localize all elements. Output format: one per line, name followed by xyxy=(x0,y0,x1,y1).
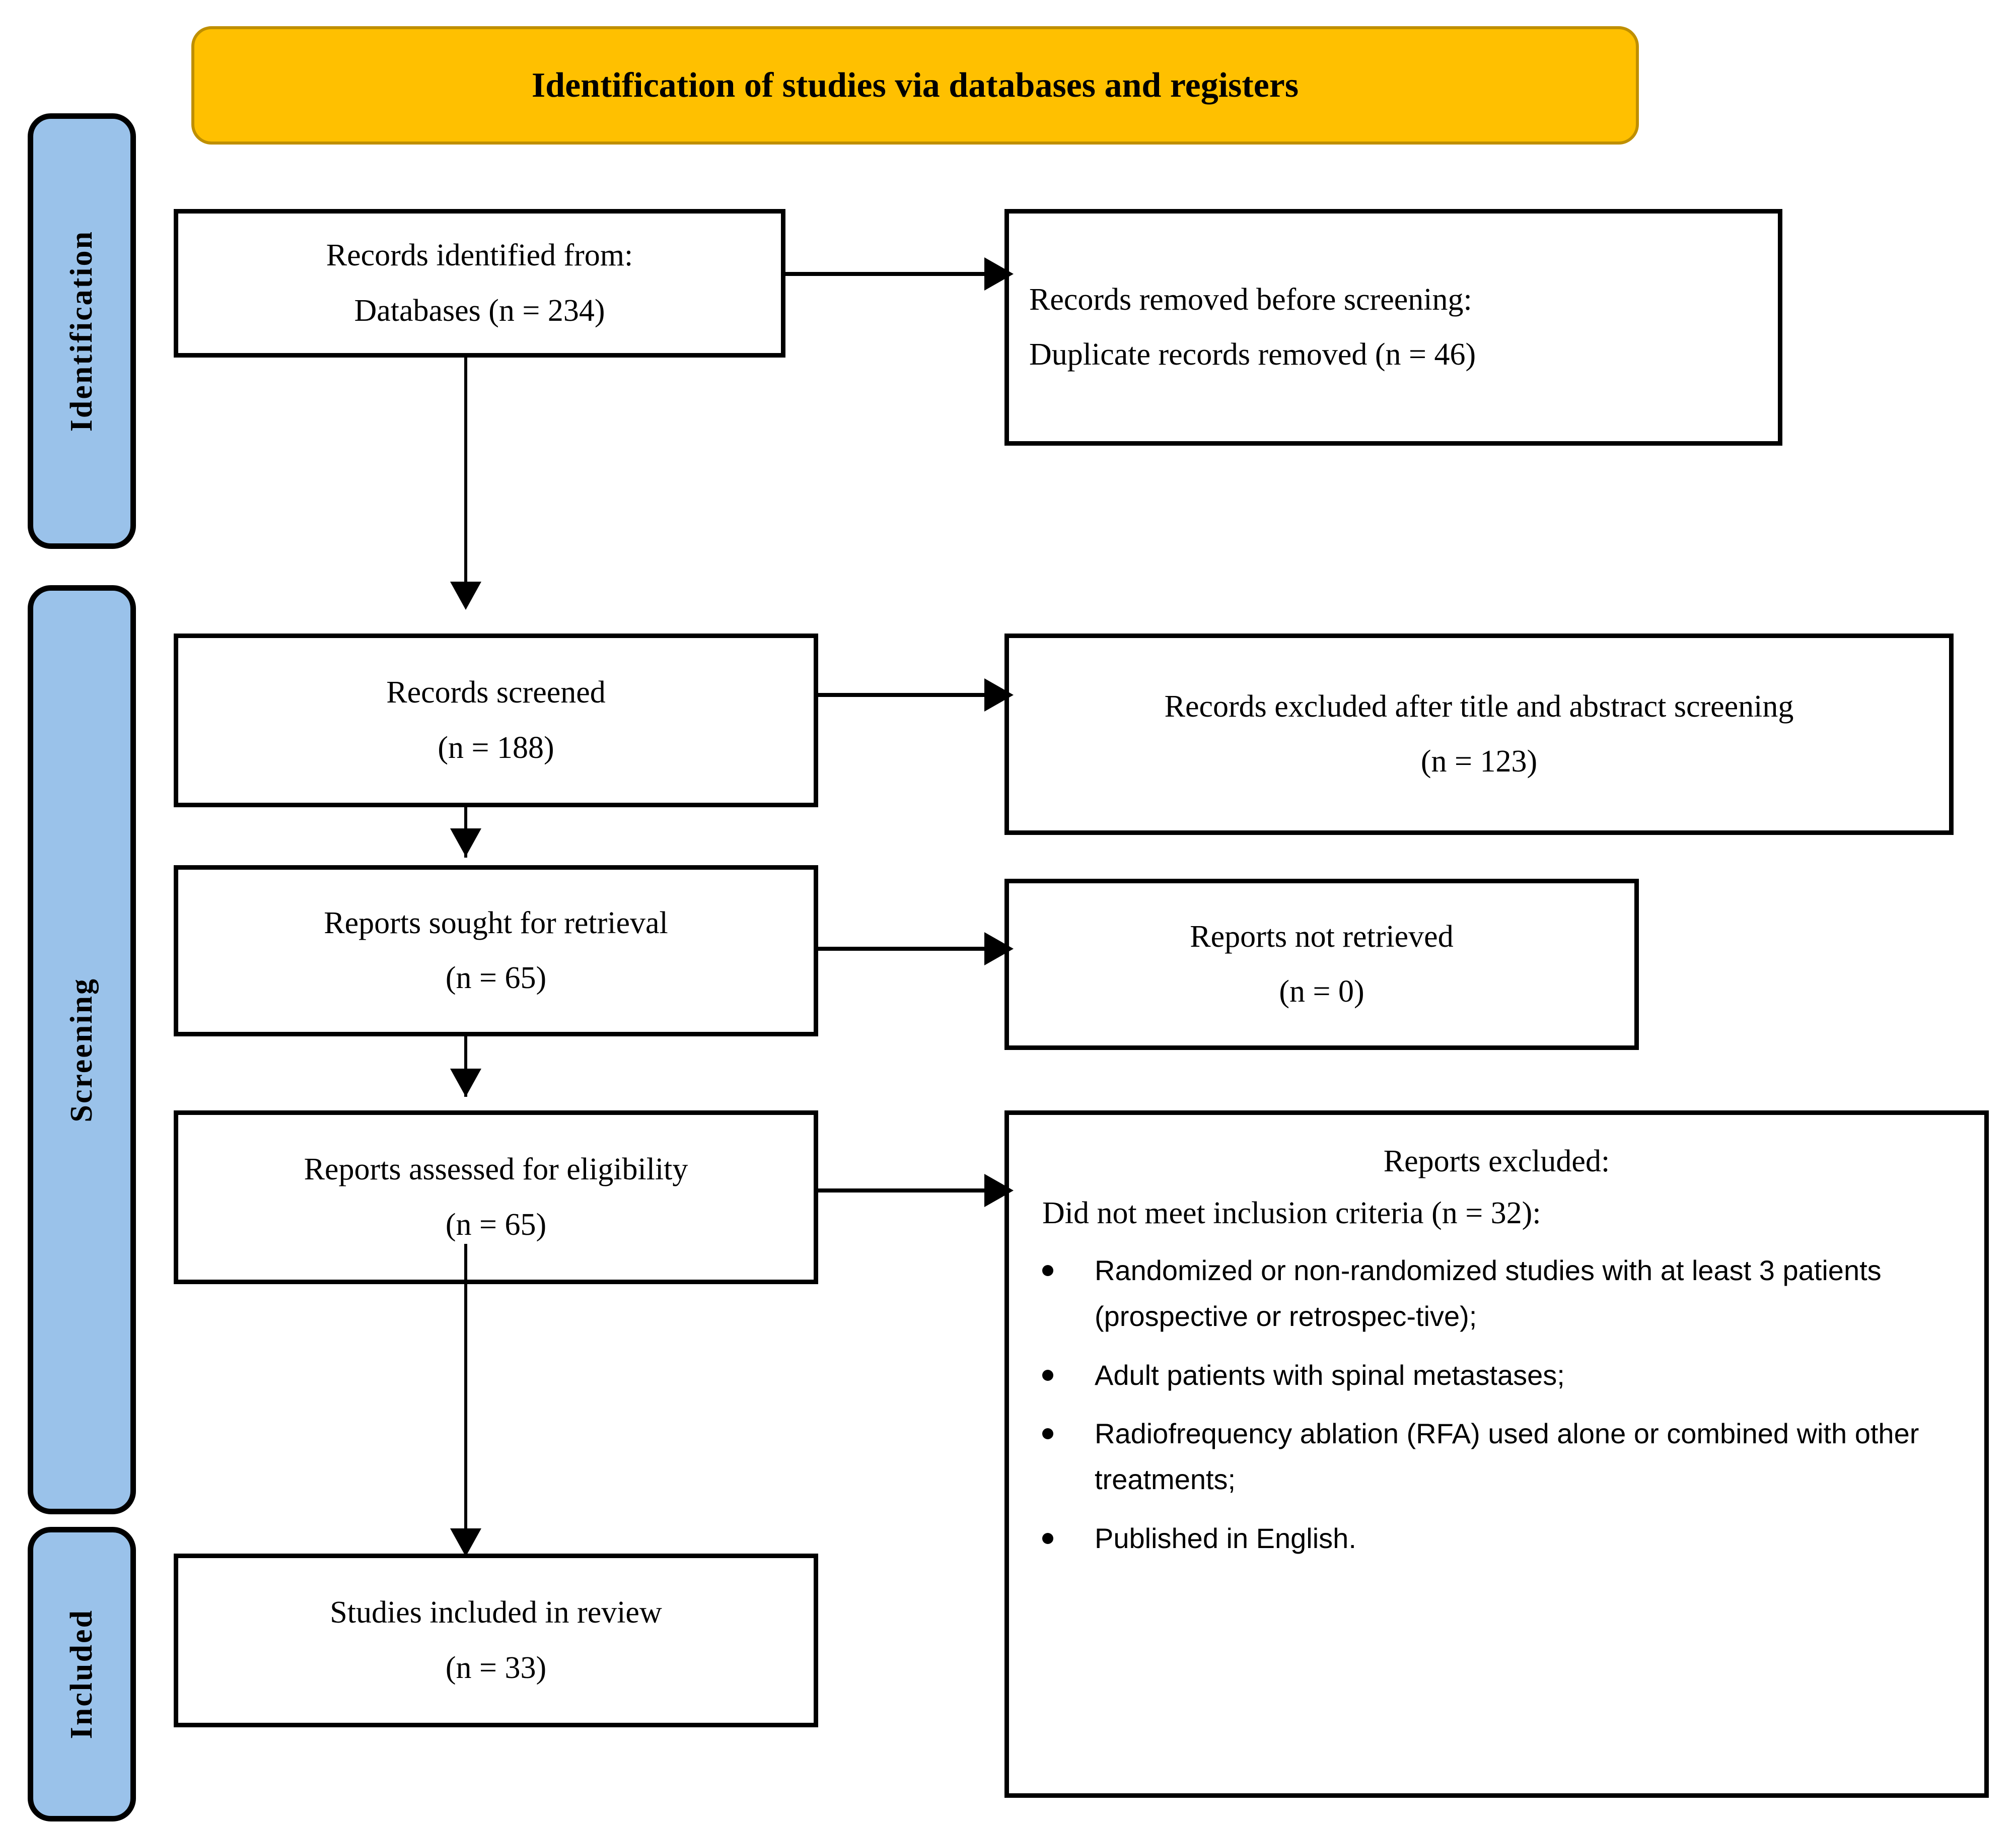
box-studies-included-line2: (n = 33) xyxy=(445,1650,547,1685)
phase-tab-identification-label: Identification xyxy=(64,230,99,432)
box-studies-included: Studies included in review (n = 33) xyxy=(174,1554,818,1727)
phase-tab-screening-label: Screening xyxy=(64,977,99,1123)
bullet-icon xyxy=(1042,1369,1053,1381)
box-reports-assessed: Reports assessed for eligibility (n = 65… xyxy=(174,1110,818,1284)
list-item-text: Randomized or non-randomized studies wit… xyxy=(1095,1254,1882,1332)
arrowhead-identified-to-removed xyxy=(984,257,1014,291)
arrowhead-screened-to-excluded xyxy=(984,678,1014,712)
arrowhead-identified-to-screened xyxy=(450,582,481,610)
connector-sought-to-not-retrieved xyxy=(818,947,987,951)
list-item: Radiofrequency ablation (RFA) used alone… xyxy=(1009,1411,1984,1502)
bullet-icon xyxy=(1042,1428,1053,1440)
box-studies-included-line1: Studies included in review xyxy=(330,1595,662,1630)
connector-screened-to-excluded xyxy=(818,693,987,697)
list-item-text: Adult patients with spinal metastases; xyxy=(1095,1359,1565,1391)
box-reports-sought-line1: Reports sought for retrieval xyxy=(324,905,668,940)
connector-identified-to-removed xyxy=(785,272,987,276)
box-reports-sought-line2: (n = 65) xyxy=(445,961,547,995)
box-records-excluded-title-abstract-line2: (n = 123) xyxy=(1420,744,1538,779)
box-records-removed-line1: Records removed before screening: xyxy=(1029,282,1472,317)
box-reports-not-retrieved-line1: Reports not retrieved xyxy=(1190,919,1454,954)
box-records-identified-line2: Databases (n = 234) xyxy=(354,293,605,328)
bullet-icon xyxy=(1042,1265,1053,1277)
box-records-excluded-title-abstract: Records excluded after title and abstrac… xyxy=(1004,634,1954,835)
box-records-removed-line2: Duplicate records removed (n = 46) xyxy=(1029,337,1476,372)
phase-tab-screening: Screening xyxy=(28,585,136,1514)
box-reports-excluded-heading: Reports excluded: xyxy=(1383,1144,1610,1178)
list-item: Published in English. xyxy=(1009,1516,1984,1562)
box-records-identified: Records identified from: Databases (n = … xyxy=(174,209,785,358)
box-records-removed: Records removed before screening: Duplic… xyxy=(1004,209,1782,446)
box-reports-assessed-line1: Reports assessed for eligibility xyxy=(304,1152,688,1187)
list-item: Adult patients with spinal metastases; xyxy=(1009,1353,1984,1398)
phase-tab-identification: Identification xyxy=(28,113,136,549)
phase-tab-included-label: Included xyxy=(64,1609,99,1739)
box-records-screened-line1: Records screened xyxy=(386,675,606,710)
banner-identification: Identification of studies via databases … xyxy=(191,26,1639,145)
box-records-identified-line1: Records identified from: xyxy=(326,238,633,273)
arrowhead-sought-to-not-retrieved xyxy=(984,932,1014,965)
exclusion-criteria-list: Randomized or non-randomized studies wit… xyxy=(1009,1235,1984,1561)
box-reports-sought: Reports sought for retrieval (n = 65) xyxy=(174,865,818,1036)
box-reports-not-retrieved-line2: (n = 0) xyxy=(1279,974,1364,1009)
arrowhead-screened-to-sought xyxy=(450,828,481,857)
connector-sought-to-assessed xyxy=(464,1036,467,1097)
box-reports-excluded-detail: Reports excluded: Did not meet inclusion… xyxy=(1004,1110,1989,1798)
list-item: Randomized or non-randomized studies wit… xyxy=(1009,1248,1984,1339)
arrowhead-assessed-to-included xyxy=(450,1528,481,1557)
phase-tab-included: Included xyxy=(28,1527,136,1821)
bullet-icon xyxy=(1042,1532,1053,1544)
box-records-excluded-title-abstract-line1: Records excluded after title and abstrac… xyxy=(1164,689,1794,724)
box-records-screened-line2: (n = 188) xyxy=(438,730,554,765)
arrowhead-assessed-to-reports-excluded xyxy=(984,1174,1014,1207)
connector-assessed-to-included xyxy=(464,1244,467,1556)
box-reports-assessed-line2: (n = 65) xyxy=(445,1207,547,1242)
connector-identified-to-screened xyxy=(464,358,467,587)
arrowhead-sought-to-assessed xyxy=(450,1069,481,1097)
list-item-text: Radiofrequency ablation (RFA) used alone… xyxy=(1095,1418,1919,1496)
box-reports-excluded-subheading: Did not meet inclusion criteria (n = 32)… xyxy=(1042,1196,1541,1231)
box-records-screened: Records screened (n = 188) xyxy=(174,634,818,807)
box-reports-not-retrieved: Reports not retrieved (n = 0) xyxy=(1004,879,1639,1050)
list-item-text: Published in English. xyxy=(1095,1522,1356,1554)
connector-assessed-to-reports-excluded xyxy=(818,1188,987,1192)
banner-title: Identification of studies via databases … xyxy=(531,65,1299,105)
